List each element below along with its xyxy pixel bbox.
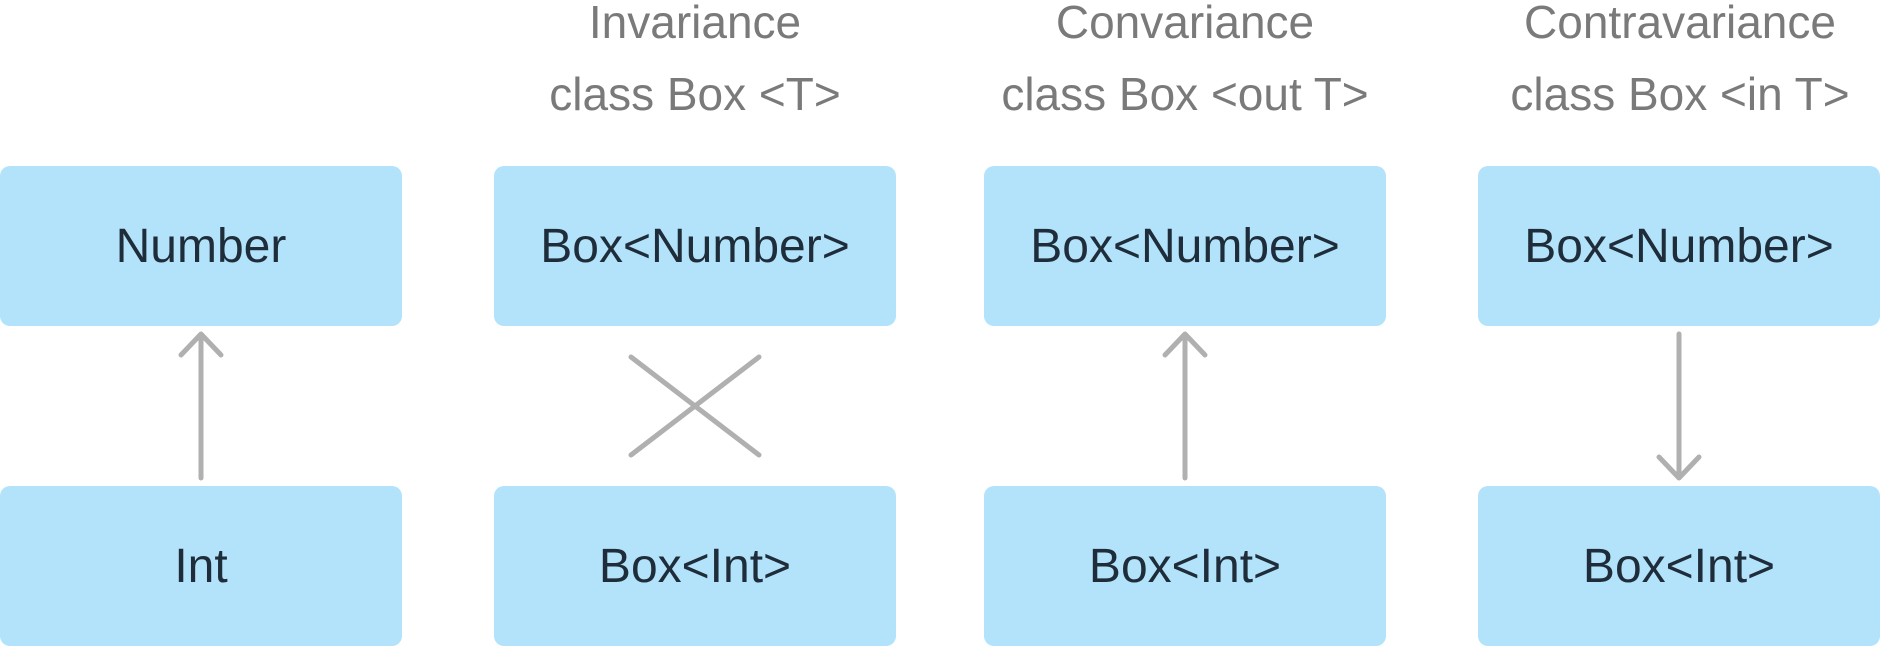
invariance-heading: Invariance class Box <T> bbox=[465, 0, 925, 130]
invariance-top-box: Box<Number> bbox=[494, 166, 896, 326]
covariance-title: Convariance bbox=[1055, 0, 1315, 48]
covariance-heading: Convariance class Box <out T> bbox=[955, 0, 1415, 130]
contravariance-bottom-box: Box<Int> bbox=[1478, 486, 1880, 646]
covariance-top-box: Box<Number> bbox=[984, 166, 1386, 326]
contravariance-top-box: Box<Number> bbox=[1478, 166, 1880, 326]
subtype-arrow-up-icon bbox=[178, 331, 224, 481]
contravariance-heading: Contravariance class Box <in T> bbox=[1450, 0, 1881, 130]
covariance-subtitle: class Box <out T> bbox=[1001, 68, 1369, 120]
covariance-bottom-box: Box<Int> bbox=[984, 486, 1386, 646]
invariance-subtitle: class Box <T> bbox=[549, 68, 841, 120]
invariance-cross-icon bbox=[628, 354, 762, 458]
number-box: Number bbox=[0, 166, 402, 326]
contravariance-arrow-down-icon bbox=[1656, 331, 1702, 481]
invariance-bottom-box: Box<Int> bbox=[494, 486, 896, 646]
contravariance-subtitle: class Box <in T> bbox=[1510, 68, 1850, 120]
covariance-arrow-up-icon bbox=[1162, 331, 1208, 481]
contravariance-title: Contravariance bbox=[1524, 0, 1836, 48]
invariance-title: Invariance bbox=[588, 0, 802, 48]
int-box: Int bbox=[0, 486, 402, 646]
